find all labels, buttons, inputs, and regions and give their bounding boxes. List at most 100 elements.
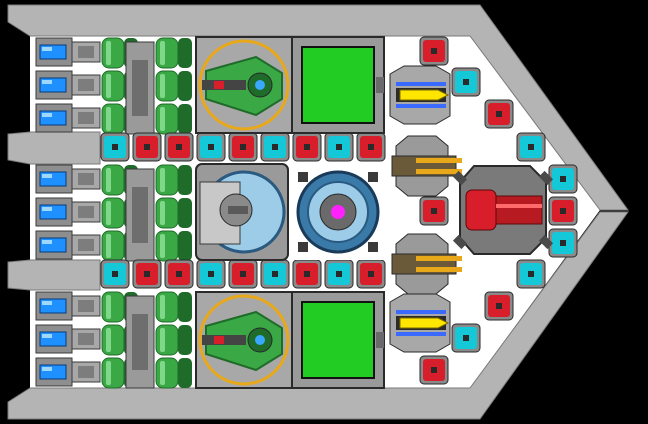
- engine-coupler-inner: [78, 46, 94, 58]
- armor-block-icon[interactable]: [228, 259, 258, 289]
- turret-arc: [198, 294, 290, 386]
- armor-block-icon[interactable]: [196, 132, 226, 162]
- laser-strut: [538, 234, 554, 250]
- cannon-icon[interactable]: [391, 233, 462, 295]
- armor-block-icon[interactable]: [260, 259, 290, 289]
- fuel-tank-highlight: [106, 74, 111, 98]
- armor-block-icon[interactable]: [260, 132, 290, 162]
- armor-bolt: [304, 144, 310, 150]
- cannon-barrel: [416, 158, 462, 163]
- fuel-tank-highlight: [160, 234, 165, 258]
- armor-bolt: [431, 208, 437, 214]
- thruster-glow: [42, 47, 52, 51]
- fuel-tank-icon: [101, 357, 125, 389]
- turret-icon[interactable]: [195, 291, 293, 389]
- laser-strut: [538, 170, 554, 186]
- armor-block-icon[interactable]: [516, 132, 546, 162]
- armor-block-icon[interactable]: [196, 259, 226, 289]
- armor-section: [100, 36, 578, 385]
- cannon-barrel: [416, 169, 462, 174]
- fuel-manifold-pipe: [132, 60, 148, 116]
- fuel-tank-highlight: [160, 328, 165, 352]
- armor-bolt: [112, 271, 118, 277]
- armor-bolt: [431, 48, 437, 54]
- screen-icon[interactable]: [291, 291, 385, 389]
- missile-icon[interactable]: [389, 293, 451, 353]
- fuel-tank-icon: [101, 230, 125, 262]
- fuel-tank-shadow: [178, 198, 192, 228]
- armor-bolt: [528, 271, 534, 277]
- armor-bolt: [496, 303, 502, 309]
- armor-block-icon[interactable]: [548, 196, 578, 226]
- fuel-tank-shadow: [178, 38, 192, 68]
- fuel-manifold-pipe: [132, 187, 148, 243]
- fuel-tank-icon: [101, 324, 125, 356]
- cannon-icon[interactable]: [391, 135, 462, 197]
- armor-block-icon[interactable]: [451, 67, 481, 97]
- turret-sensor: [255, 80, 265, 90]
- fuel-tank-shadow: [178, 358, 192, 388]
- fuel-manifold-pipe: [132, 314, 148, 370]
- engine-stack[interactable]: [35, 291, 192, 389]
- armor-block-icon[interactable]: [100, 132, 130, 162]
- armor-block-icon[interactable]: [419, 196, 449, 226]
- armor-block-icon[interactable]: [419, 36, 449, 66]
- engine-stack[interactable]: [35, 164, 192, 262]
- turret-sensor: [255, 335, 265, 345]
- armor-block-icon[interactable]: [516, 259, 546, 289]
- fuel-tank-highlight: [160, 74, 165, 98]
- shield-icon[interactable]: [195, 163, 289, 261]
- armor-block-icon[interactable]: [484, 99, 514, 129]
- engine-coupler-inner: [78, 112, 94, 124]
- armor-block-icon[interactable]: [164, 132, 194, 162]
- thruster-glow: [42, 240, 52, 244]
- armor-block-icon[interactable]: [132, 259, 162, 289]
- thruster-glow: [42, 334, 52, 338]
- thruster-glow: [42, 174, 52, 178]
- fuel-tank-highlight: [106, 234, 111, 258]
- armor-block-icon[interactable]: [356, 259, 386, 289]
- armor-block-icon[interactable]: [292, 132, 322, 162]
- hull-plate-top: [7, 4, 629, 211]
- laser-icon[interactable]: [452, 165, 554, 255]
- turret-arc: [198, 39, 290, 131]
- armor-bolt: [528, 144, 534, 150]
- laser-emitter: [495, 195, 543, 225]
- armor-block-icon[interactable]: [548, 228, 578, 258]
- reactor-icon[interactable]: [292, 164, 384, 260]
- module-section: [195, 36, 554, 389]
- engine-section: [35, 37, 192, 389]
- armor-block-icon[interactable]: [451, 323, 481, 353]
- hull-fin-upper: [7, 131, 101, 165]
- engine-coupler-inner: [78, 300, 94, 312]
- fuel-tank-icon: [101, 37, 125, 69]
- turret-muzzle: [214, 81, 224, 89]
- armor-bolt: [176, 271, 182, 277]
- missile-icon[interactable]: [389, 65, 451, 125]
- armor-block-icon[interactable]: [324, 132, 354, 162]
- armor-bolt: [112, 144, 118, 150]
- fuel-tank-highlight: [106, 107, 111, 131]
- armor-block-icon[interactable]: [100, 259, 130, 289]
- armor-block-icon[interactable]: [132, 132, 162, 162]
- armor-block-icon[interactable]: [292, 259, 322, 289]
- armor-block-icon[interactable]: [419, 355, 449, 385]
- armor-block-icon[interactable]: [356, 132, 386, 162]
- engine-stack[interactable]: [35, 37, 192, 135]
- screen-icon[interactable]: [291, 36, 385, 134]
- fuel-tank-highlight: [106, 201, 111, 225]
- armor-block-icon[interactable]: [548, 164, 578, 194]
- fuel-tank-highlight: [160, 361, 165, 385]
- missile-body: [399, 89, 450, 101]
- armor-block-icon[interactable]: [324, 259, 354, 289]
- thruster-glow: [42, 301, 52, 305]
- armor-bolt: [368, 271, 374, 277]
- turret-icon[interactable]: [195, 36, 293, 134]
- armor-block-icon[interactable]: [484, 291, 514, 321]
- armor-block-icon[interactable]: [164, 259, 194, 289]
- engine-coupler-inner: [78, 173, 94, 185]
- missile-stripe: [396, 82, 446, 86]
- armor-block-icon[interactable]: [228, 132, 258, 162]
- screen-latch: [376, 332, 384, 348]
